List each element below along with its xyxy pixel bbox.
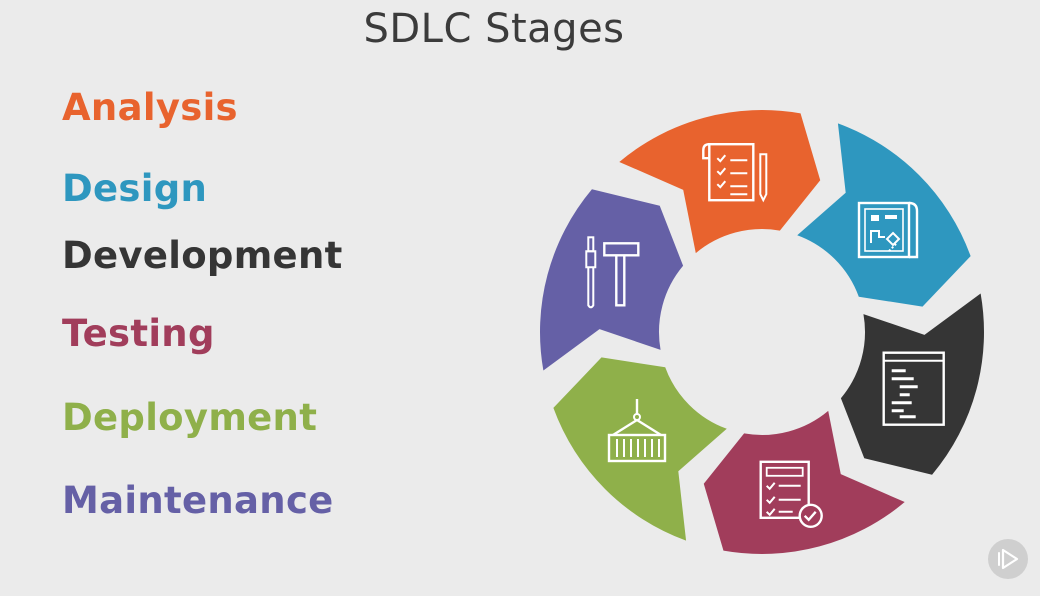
cycle-segment-development xyxy=(840,293,985,475)
play-icon xyxy=(998,548,1019,570)
play-button[interactable] xyxy=(988,539,1028,579)
cycle-segment-design xyxy=(797,123,971,307)
cycle-segment-deployment xyxy=(553,357,727,541)
cycle-segment-analysis xyxy=(619,110,821,254)
stage-label-analysis: Analysis xyxy=(62,86,238,129)
cycle-segment-testing xyxy=(703,410,905,554)
stage-label-design: Design xyxy=(62,167,208,210)
stage-label-testing: Testing xyxy=(62,312,215,355)
page-title: SDLC Stages xyxy=(363,6,625,52)
stage-label-deployment: Deployment xyxy=(62,396,318,439)
cycle-segment-maintenance xyxy=(540,189,684,371)
stage-label-development: Development xyxy=(62,234,343,277)
stage-label-maintenance: Maintenance xyxy=(62,479,334,522)
